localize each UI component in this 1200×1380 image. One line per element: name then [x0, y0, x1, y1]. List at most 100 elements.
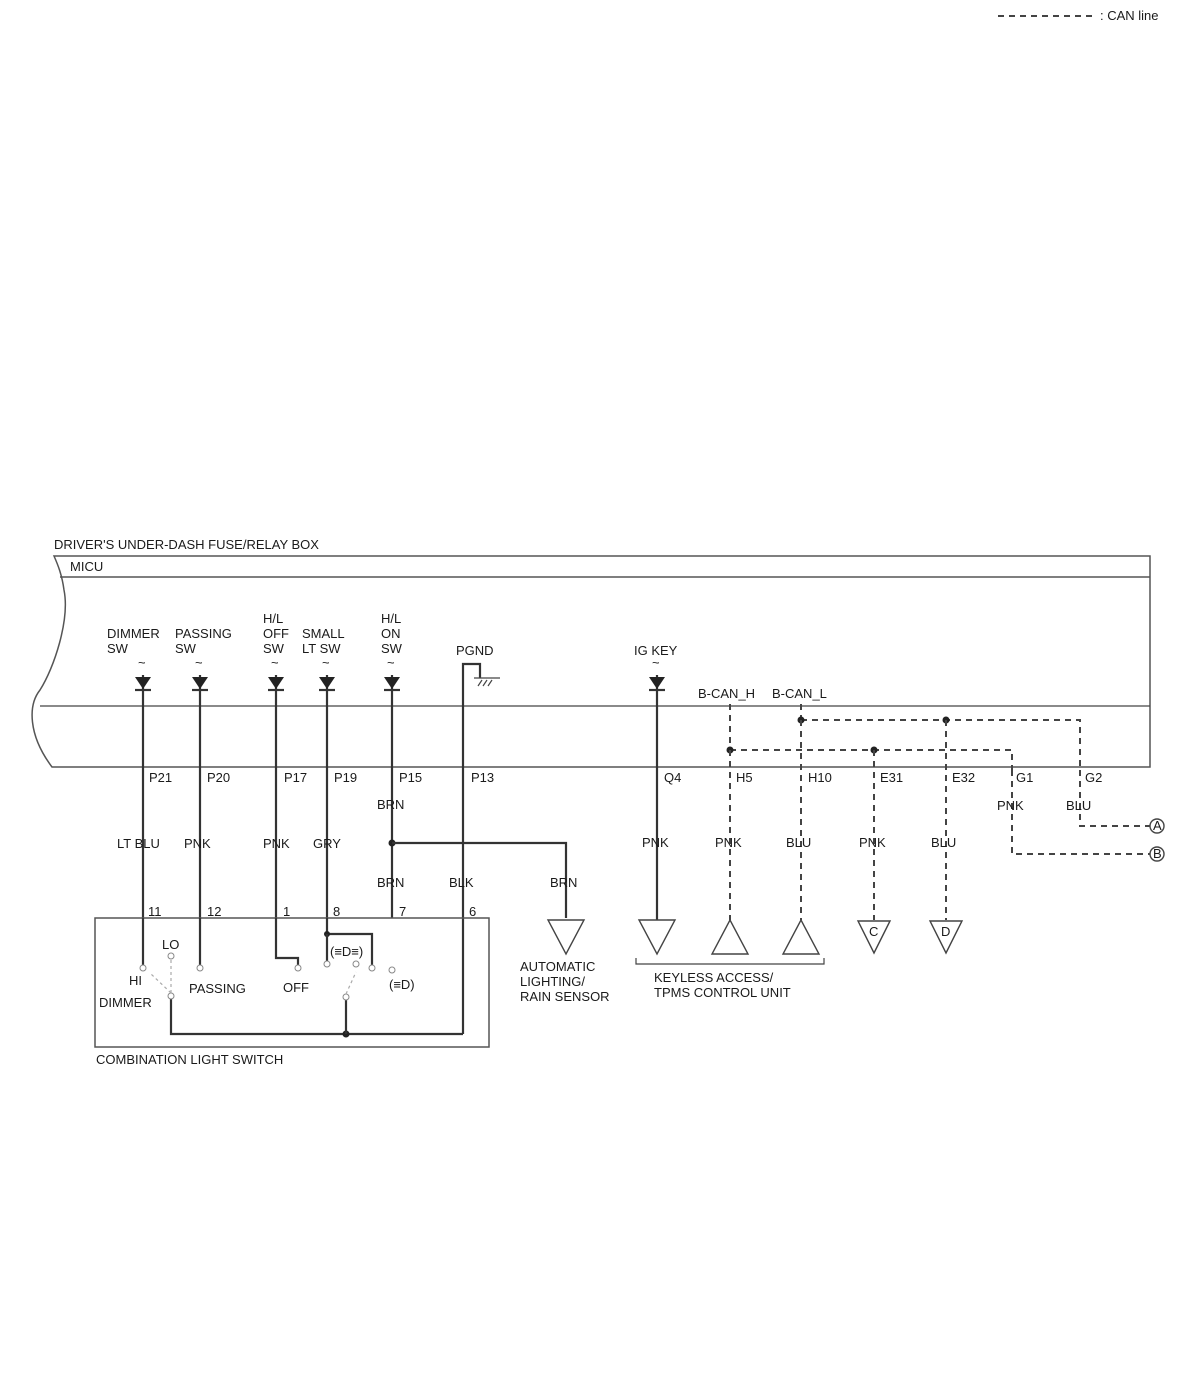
pin-p20: P20 [207, 770, 230, 785]
can-l-bus [801, 719, 1081, 770]
term-mark-6: ~ [652, 655, 660, 670]
ig-key-label: IG KEY [634, 643, 678, 658]
wire-color-pnk-e31: PNK [859, 835, 886, 850]
terminal-marks: ~ ~ ~ ~ ~ ~ [138, 655, 660, 670]
connector-d-icon [928, 920, 964, 955]
pin-p21: P21 [149, 770, 172, 785]
diode-hl-on-icon [384, 677, 400, 689]
pin-p19: P19 [334, 770, 357, 785]
wire-color-blu-g2: BLU [1066, 798, 1091, 813]
auto-sensor-label-3: RAIN SENSOR [520, 989, 610, 1004]
ground-icon [477, 679, 493, 687]
pgnd-circuit: PGND P13 BLK 6 [449, 643, 500, 1034]
auto-sensor-label-2: LIGHTING/ [520, 974, 585, 989]
diode-small-lt-icon [319, 677, 335, 689]
dimmer-hi-terminal [139, 964, 147, 972]
pin-g1: G1 [1016, 770, 1033, 785]
switch-pin-7: 7 [399, 904, 406, 919]
wire-color-pnk-g1: PNK [997, 798, 1024, 813]
connector-h10-icon [781, 918, 821, 955]
wire-color-blk: BLK [449, 875, 474, 890]
auto-sensor-label-1: AUTOMATIC [520, 959, 595, 974]
can-circuit: B-CAN_H B-CAN_L H5 H10 E31 E32 G1 G2 PNK… [635, 686, 1165, 1000]
bcan-l-label: B-CAN_L [772, 686, 827, 701]
can-wire-g2 [1079, 770, 1150, 827]
switch-ground-bus [169, 996, 463, 1036]
hi-label: HI [129, 973, 142, 988]
diode-hl-off-icon [268, 677, 284, 689]
connector-b-icon [1149, 846, 1165, 862]
small-light-symbol: (≡D≡) [330, 944, 363, 959]
hl-off-sw-label-2: SW [263, 641, 285, 656]
switch-title: COMBINATION LIGHT SWITCH [96, 1052, 283, 1067]
connector-c-label: C [869, 924, 878, 939]
pin-h5: H5 [736, 770, 753, 785]
wire-color-pnk-3: PNK [642, 835, 669, 850]
wire-color-pnk-h5: PNK [715, 835, 742, 850]
connector-a-label: A [1153, 818, 1162, 833]
off-label: OFF [283, 980, 309, 995]
fuse-relay-box: DRIVER'S UNDER-DASH FUSE/RELAY BOX MICU [31, 537, 1151, 768]
switch-pin-6: 6 [469, 904, 476, 919]
small-terminal-3 [368, 964, 376, 972]
connector-ig-key-icon [637, 919, 677, 956]
micu-label: MICU [70, 559, 103, 574]
pin-q4: Q4 [664, 770, 681, 785]
input-circuits: DIMMER SW P21 LT BLU 11 PASSING SW P20 P… [107, 611, 568, 919]
wire-color-brn-3: BRN [550, 875, 577, 890]
light-switch-blade [345, 971, 357, 995]
dimmer-blade [149, 972, 172, 994]
passing-sw-label-2: SW [175, 641, 197, 656]
wire-color-blu-h10: BLU [786, 835, 811, 850]
ig-key-circuit: IG KEY Q4 PNK [634, 643, 681, 956]
keyless-label-2: TPMS CONTROL UNIT [654, 985, 791, 1000]
keyless-label-1: KEYLESS ACCESS/ [654, 970, 774, 985]
wiper-terminal [342, 993, 350, 1001]
passing-label: PASSING [189, 981, 246, 996]
switch-pin-1: 1 [283, 904, 290, 919]
pin-p15: P15 [399, 770, 422, 785]
connector-auto-sensor-icon [546, 919, 586, 956]
connector-b-label: B [1153, 846, 1162, 861]
term-mark-3: ~ [271, 655, 279, 670]
lo-label: LO [162, 937, 179, 952]
small-lt-sw-label-1: SMALL [302, 626, 345, 641]
off-lead [274, 918, 300, 966]
diode-dimmer-icon [135, 677, 151, 689]
connector-a-icon [1149, 818, 1165, 834]
pin-e32: E32 [952, 770, 975, 785]
connector-c-icon [856, 920, 892, 955]
combination-light-switch: COMBINATION LIGHT SWITCH LO HI DIMMER PA… [94, 917, 490, 1067]
hl-off-sw-label-0: H/L [263, 611, 283, 626]
term-mark-4: ~ [322, 655, 330, 670]
wire-color-blu-e32: BLU [931, 835, 956, 850]
can-wire-g1 [1011, 770, 1150, 855]
connector-d-label: D [941, 924, 950, 939]
small-lead [325, 918, 374, 966]
pin-p17: P17 [284, 770, 307, 785]
can-h-bus [730, 749, 1013, 770]
dimmer-sw-label-2: SW [107, 641, 129, 656]
legend-can-line-label: : CAN line [1100, 8, 1159, 23]
headlight-terminal [388, 966, 396, 974]
switch-pin-12: 12 [207, 904, 221, 919]
connector-h5-icon [710, 918, 750, 955]
dimmer-sw-label-1: DIMMER [107, 626, 160, 641]
wire-color-pnk-2: PNK [263, 836, 290, 851]
switch-pin-11: 11 [148, 904, 162, 919]
passing-sw-label-1: PASSING [175, 626, 232, 641]
hl-on-sw-label-0: H/L [381, 611, 401, 626]
headlight-symbol: (≡D) [389, 977, 415, 992]
dimmer-common-terminal [167, 992, 175, 1000]
pin-p13: P13 [471, 770, 494, 785]
pin-e31: E31 [880, 770, 903, 785]
term-mark-2: ~ [195, 655, 203, 670]
pin-h10: H10 [808, 770, 832, 785]
small-terminal [323, 960, 331, 968]
diode-ig-key-icon [649, 677, 665, 689]
bcan-h-label: B-CAN_H [698, 686, 755, 701]
small-terminal-2 [352, 960, 360, 968]
term-mark-5: ~ [387, 655, 395, 670]
dimmer-label: DIMMER [99, 995, 152, 1010]
